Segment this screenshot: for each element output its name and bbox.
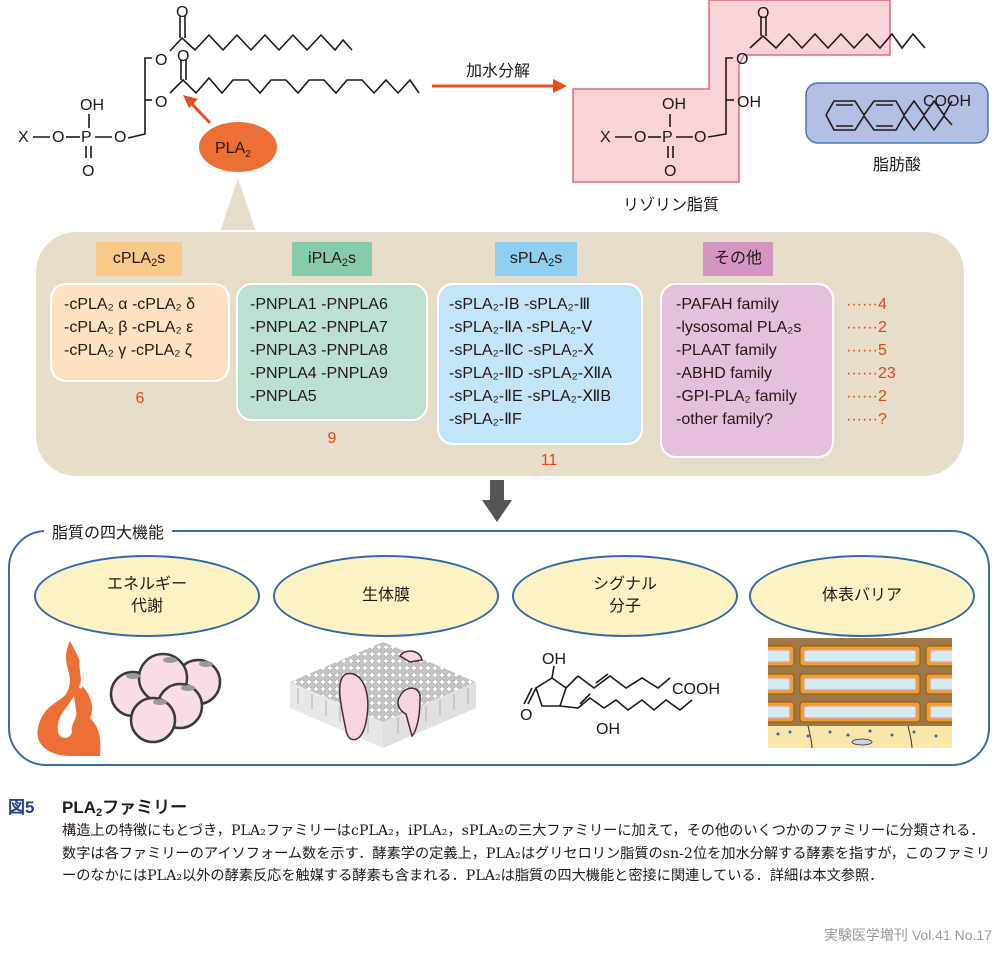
lipid-functions-frame [8,530,990,766]
isoform-count-cpla2s: 6 [135,390,145,407]
prostaglandin-structure: OH O COOH OH [520,651,720,738]
svg-text:O: O [177,48,189,65]
svg-text:O: O [52,129,64,146]
family-box-ipla2s: -PNPLA1 -PNPLA6 -PNPLA2 -PNPLA7 -PNPLA3 … [236,283,428,421]
svg-text:O: O [82,163,94,180]
figure-title: PLA2ファミリー [62,798,188,819]
hydrolysis-arrow: 加水分解 [432,62,567,93]
down-arrow-icon [482,480,512,522]
family-header-spla2s: sPLA2s [495,242,577,276]
svg-text:O: O [634,129,646,146]
svg-text:O: O [155,94,167,111]
phospholipid-structure: X O P O OH O O O O O [18,4,420,180]
svg-text:OH: OH [542,651,566,668]
svg-text:O: O [694,129,706,146]
isoform-counts-others: ······4 ······2 ······5 ······23 ······2… [846,296,896,428]
list-item: -cPLA₂ β -cPLA₂ ε [64,319,194,336]
lipid-bilayer-illustration [290,642,476,748]
list-item: -sPLA₂-ⅡE -sPLA₂-ⅫB [449,388,611,405]
svg-text:P: P [81,129,92,146]
svg-text:O: O [736,51,748,68]
svg-text:O: O [757,5,769,22]
list-item: -PNPLA3 -PNPLA8 [250,342,388,359]
source-citation: 実験医学増刊 Vol.41 No.17 [823,927,992,943]
svg-text:P: P [662,129,673,146]
svg-text:PLA2: PLA2 [215,140,251,160]
svg-text:O: O [176,4,188,21]
lysophospholipid-structure: X O P O OH O O OH O [572,0,926,183]
lipid-functions-title: 脂質の四大機能 [44,519,173,543]
fat-cells-illustration [109,652,222,744]
list-item: -PLAAT family [676,342,777,359]
svg-text:COOH: COOH [672,681,720,698]
figure-number: 図5 [8,798,35,817]
list-item: -sPLA₂-ⅡA -sPLA₂-Ⅴ [449,319,593,336]
list-item: -other family? [676,411,773,428]
family-box-others: -PAFAH family -lysosomal PLA₂s -PLAAT fa… [660,283,834,458]
flame-icon [37,641,101,756]
svg-text:O: O [520,707,532,724]
svg-text:X: X [600,129,611,146]
list-item: -sPLA₂-ⅡF [449,411,522,428]
function-skin-barrier: 体表バリア [749,555,975,637]
list-item: -PNPLA4 -PNPLA9 [250,365,388,382]
pla2-enzyme: PLA2 [183,95,277,230]
skin-barrier-illustration [768,638,952,748]
head-group-x: X [18,129,29,146]
list-item: -sPLA₂-ⅠB -sPLA₂-Ⅲ [449,296,591,313]
svg-text:O: O [155,52,167,69]
lysophospholipid-label: リゾリン脂質 [623,196,719,214]
list-item: -cPLA₂ α -cPLA₂ δ [64,296,196,313]
family-box-spla2s: -sPLA₂-ⅠB -sPLA₂-Ⅲ -sPLA₂-ⅡA -sPLA₂-Ⅴ -s… [437,283,643,445]
reaction-scheme: X O P O OH O O O O O PLA2 加水分解 [18,0,989,230]
list-item: -cPLA₂ γ -cPLA₂ ζ [64,342,192,359]
function-energy-metabolism: エネルギー代謝 [34,555,260,637]
list-item: -sPLA₂-ⅡD -sPLA₂-ⅫA [449,365,612,382]
family-header-cpla2s: cPLA2s [96,242,182,276]
isoform-count-ipla2s: 9 [327,430,337,447]
list-item: -lysosomal PLA₂s [676,319,802,336]
list-item: -PNPLA2 -PNPLA7 [250,319,388,336]
list-item: -PAFAH family [676,296,779,313]
svg-text:OH: OH [596,721,620,738]
list-item: -GPI-PLA₂ family [676,388,797,405]
svg-text:COOH: COOH [923,93,971,110]
function-biomembrane: 生体膜 [273,555,499,637]
list-item: -sPLA₂-ⅡC -sPLA₂-Ⅹ [449,342,595,359]
isoform-count-spla2s: 11 [540,452,558,469]
family-header-others: その他 [703,242,773,276]
svg-text:OH: OH [737,94,761,111]
list-item: -ABHD family [676,365,773,382]
svg-text:O: O [114,129,126,146]
family-box-cpla2s: -cPLA₂ α -cPLA₂ δ -cPLA₂ β -cPLA₂ ε -cPL… [50,283,230,382]
function-signaling-molecule: シグナル分子 [512,555,738,637]
family-header-ipla2s: iPLA2s [292,242,372,276]
list-item: -PNPLA1 -PNPLA6 [250,296,388,313]
list-item: -PNPLA5 [250,388,317,405]
svg-text:OH: OH [80,97,104,114]
svg-text:OH: OH [662,96,686,113]
fatty-acid-label: 脂肪酸 [873,156,921,174]
fatty-acid-structure: COOH [805,82,989,144]
svg-text:O: O [664,163,676,180]
figure-caption-body: 構造上の特徴にもとづき，PLA₂ファミリーはcPLA₂，iPLA₂，sPLA₂の… [62,823,991,884]
svg-text:加水分解: 加水分解 [466,62,530,80]
